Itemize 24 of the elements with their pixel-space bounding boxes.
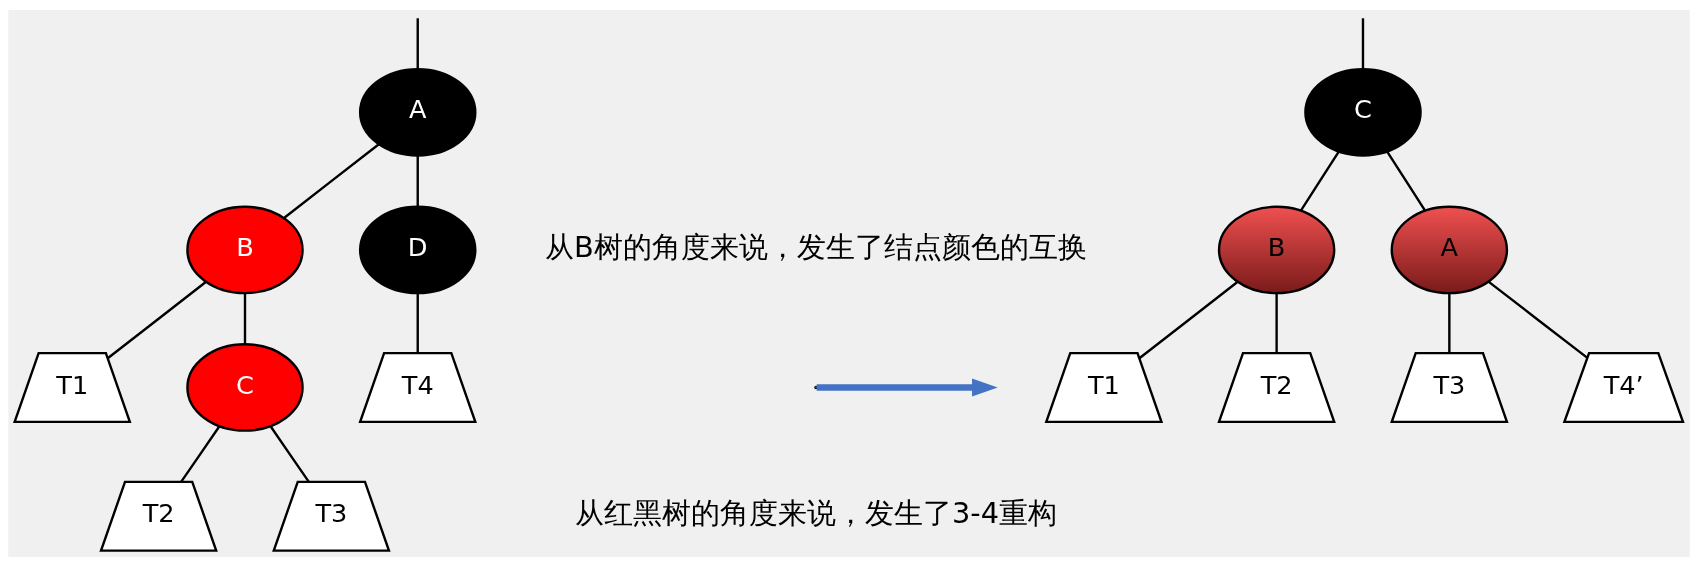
node-ellipse: C [186,342,304,432]
connector [1386,150,1427,211]
label: 从B树的角度来说，发生了结点颜色的互换 [545,229,1087,264]
connector [269,425,310,482]
connector [1487,280,1588,359]
connector [1299,150,1340,211]
node-ellipse: A [1390,205,1509,294]
node-ellipse: C [1304,67,1422,157]
label: 从红黑树的角度来说，发生了3-4重构 [574,495,1057,530]
node-ellipse: B [186,205,304,294]
connector [283,143,380,219]
connector [1275,292,1278,353]
connector [416,292,419,353]
node-ellipse: D [358,205,477,294]
connector [416,17,419,69]
connector [416,155,419,207]
connector [1448,292,1451,353]
connector [107,280,207,359]
node-ellipse: B [1217,205,1336,294]
connector [243,292,247,344]
node-ellipse: A [358,67,477,157]
connector [1361,17,1365,69]
connector [180,425,221,482]
connector [1138,280,1239,359]
